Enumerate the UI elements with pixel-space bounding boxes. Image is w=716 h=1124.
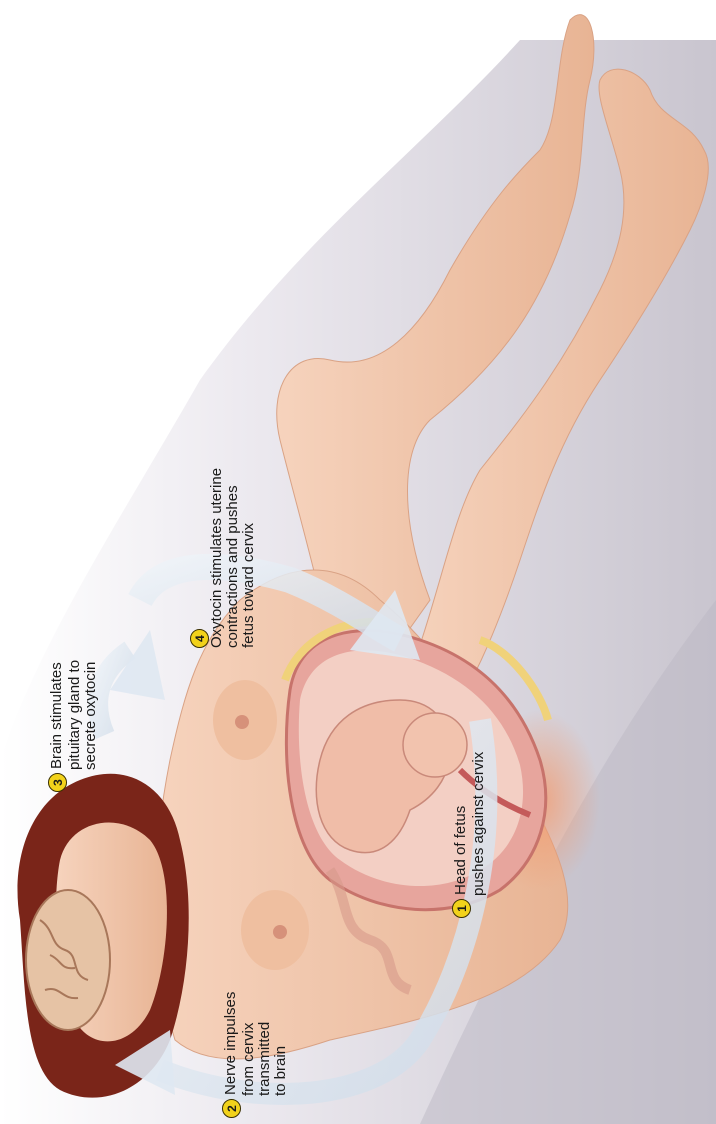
step-4-badge: 4 — [190, 629, 209, 648]
brain — [26, 890, 110, 1030]
step-1-badge: 1 — [452, 899, 471, 918]
step-2-badge: 2 — [222, 1099, 241, 1118]
step-3-label: 3Brain stimulates pituitary gland to sec… — [48, 660, 99, 792]
step-1-label: 1Head of fetus pushes against cervix — [452, 752, 487, 918]
step-2-label: 2Nerve impulses from cervix transmitted … — [222, 992, 289, 1118]
step-3-badge: 3 — [48, 773, 67, 792]
step-4-label: 4 Oxytocin stimulates uterine contractio… — [190, 468, 257, 648]
